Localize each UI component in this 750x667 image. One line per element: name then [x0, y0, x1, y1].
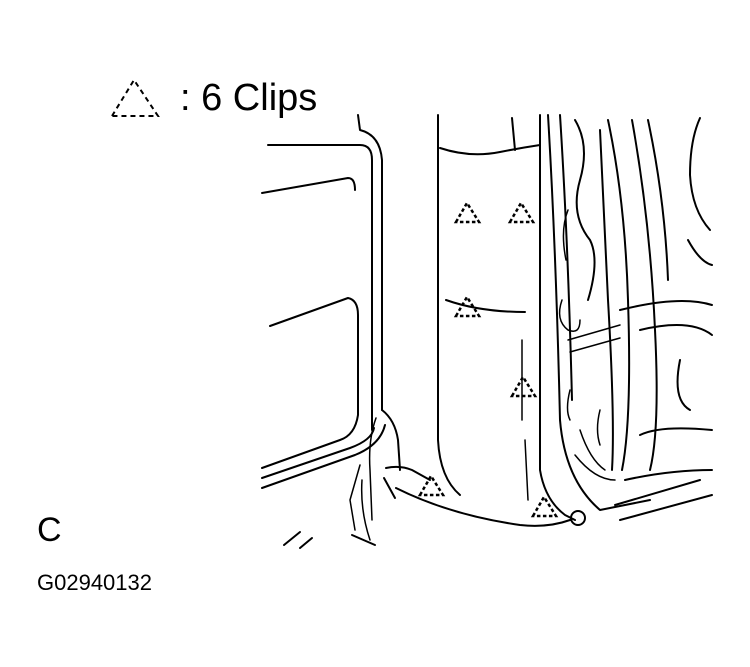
clip-marker-icon	[453, 200, 482, 224]
clip-legend: : 6 Clips	[110, 77, 317, 119]
clip-markers	[417, 200, 559, 518]
fastener-bolt	[570, 510, 586, 526]
clip-marker-icon	[453, 294, 482, 318]
clip-marker-icon	[530, 494, 559, 518]
seat-panel	[261, 114, 431, 549]
clip-marker-icon	[507, 200, 536, 224]
clip-marker-icon	[417, 473, 446, 497]
view-label: C	[37, 511, 62, 549]
dashed-triangle-icon	[110, 78, 160, 117]
clip-marker-icon	[509, 374, 538, 398]
figure-code: G02940132	[37, 570, 152, 595]
pillar-trim	[395, 114, 586, 527]
body-opening	[547, 114, 713, 521]
legend-text: : 6 Clips	[180, 77, 317, 119]
